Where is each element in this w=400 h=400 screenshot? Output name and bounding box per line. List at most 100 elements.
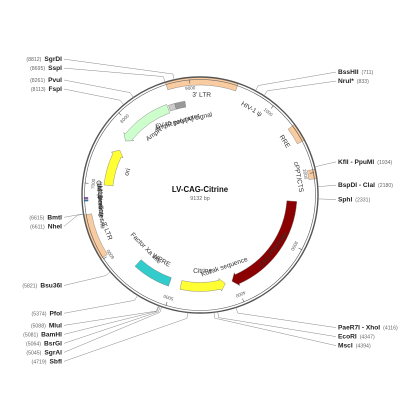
site-leader <box>63 213 84 227</box>
site-position: (8812) <box>26 57 41 63</box>
site-position: (5045) <box>26 350 41 356</box>
site-name: BssHII <box>338 69 359 76</box>
site-kfli-ppumi[interactable]: KflI - PpuMI(1934) <box>338 159 393 166</box>
tick-mark <box>270 105 274 109</box>
site-paer7i-xhoi[interactable]: PaeR7I - XhoI(4116) <box>338 325 398 332</box>
site-position: (5088) <box>31 323 46 329</box>
site-name: SgrDI <box>44 56 62 63</box>
plasmid-size: 9132 bp <box>190 196 210 202</box>
site-name: MscI <box>338 343 353 350</box>
plasmid-backbone-inner <box>84 79 316 311</box>
site-position: (8695) <box>30 66 45 72</box>
feature-m13-rev[interactable] <box>83 197 89 200</box>
site-ecori[interactable]: EcoRI(4347) <box>338 334 375 341</box>
site-nhei[interactable]: (6611)NheI <box>30 223 62 230</box>
site-leader <box>255 71 337 91</box>
site-leader <box>217 311 337 337</box>
tick-mark <box>118 112 122 116</box>
site-leader <box>63 79 134 98</box>
site-name: EcoRI <box>338 334 357 341</box>
feature-label-m13-rev: M13 rev <box>96 186 104 211</box>
site-leader <box>63 306 161 344</box>
feature-ori[interactable] <box>103 149 124 187</box>
feature-ampr[interactable] <box>123 104 171 142</box>
plasmid-name: LV-CAG-Citrine <box>172 185 229 194</box>
feature-wpre[interactable] <box>134 259 172 287</box>
feature-layer <box>83 76 318 292</box>
tick-label: 3000 <box>290 240 299 252</box>
site-name: SbfI <box>50 358 63 365</box>
site-name: PvuI <box>48 77 62 84</box>
site-position: (2180) <box>378 183 393 189</box>
site-position: (8261) <box>30 78 45 84</box>
site-leader <box>63 305 159 326</box>
feature-sv40-poly-a-signal[interactable] <box>174 100 187 110</box>
site-bmti[interactable]: (6615)BmtI <box>29 214 62 221</box>
tick-label: 6000 <box>105 248 115 260</box>
site-leader <box>317 184 337 187</box>
site-sspi[interactable]: (8695)SspI <box>30 65 62 72</box>
site-position: (4347) <box>360 335 375 341</box>
site-pvui[interactable]: (8261)PvuI <box>30 77 62 84</box>
site-leader <box>63 213 84 218</box>
feature-label-lac-operator: lac operator <box>96 182 105 218</box>
tick-mark <box>298 247 303 251</box>
site-leader <box>63 305 160 335</box>
site-bspdi-clai[interactable]: BspDI - ClaI(2180) <box>338 182 393 189</box>
feature-label-rre: RRE <box>278 134 292 150</box>
site-position: (1934) <box>377 160 392 166</box>
site-position: (5064) <box>26 341 41 347</box>
site-position: (5374) <box>32 311 47 317</box>
site-position: (6611) <box>30 224 45 230</box>
feature-label-citrine: Citrine <box>193 267 213 275</box>
site-msci[interactable]: MscI(4394) <box>338 343 371 350</box>
site-name: SgrAI <box>44 349 62 356</box>
site-position: (2331) <box>355 198 370 204</box>
tick-label: 7000 <box>90 178 96 189</box>
site-leader <box>63 58 175 80</box>
tick-label: 1000 <box>263 107 274 118</box>
site-bsshii[interactable]: BssHII(711) <box>338 69 374 76</box>
tick-label: 4000 <box>235 290 247 299</box>
site-bsu36i[interactable]: (5821)Bsu36I <box>22 282 62 289</box>
tick-mark <box>309 172 314 174</box>
site-bamhi[interactable]: (5081)BamHI <box>23 331 62 338</box>
site-nrui[interactable]: NruI*(833) <box>338 78 369 85</box>
site-sgrai[interactable]: (5045)SgrAI <box>26 349 62 356</box>
site-position: (5821) <box>22 283 37 289</box>
site-position: (5081) <box>23 332 38 338</box>
feature-label-factor-xa-site: Factor Xa site <box>129 231 163 265</box>
site-position: (4394) <box>356 344 371 350</box>
site-bsrgi[interactable]: (5064)BsrGI <box>26 340 62 347</box>
site-fspi[interactable]: (8113)FspI <box>31 86 62 93</box>
tick-mark <box>103 256 107 260</box>
plasmid-backbone <box>81 76 319 314</box>
site-position: (833) <box>357 79 369 85</box>
site-sphi[interactable]: SphI(2331) <box>338 197 371 204</box>
site-pfoi[interactable]: (5374)PfoI <box>32 310 63 317</box>
site-name: MluI <box>49 322 62 329</box>
site-name: NheI <box>48 223 62 230</box>
feature-label-cag-promoter: CAG Promoter <box>258 230 290 269</box>
site-sgrdi[interactable]: (8812)SgrDI <box>26 56 62 63</box>
site-name: PaeR7I - XhoI <box>338 325 380 332</box>
site-name: BspDI - ClaI <box>338 182 375 189</box>
site-mlui[interactable]: (5088)MluI <box>31 322 62 329</box>
site-position: (6615) <box>29 215 44 221</box>
site-leader <box>213 312 337 346</box>
feature-lac-operator[interactable] <box>83 199 89 202</box>
site-leader <box>235 307 337 328</box>
feature-citrine[interactable] <box>179 277 226 292</box>
feature-label-3-ltr: 3' LTR <box>192 92 211 99</box>
site-position: (711) <box>362 70 374 76</box>
site-name: KflI - PpuMI <box>338 159 374 166</box>
feature-label-hiv-1: HIV-1 ψ <box>240 101 264 119</box>
site-leader <box>263 80 337 96</box>
tick-mark <box>242 298 245 303</box>
site-sbfi[interactable]: (4719)SbfI <box>32 358 63 365</box>
feature-label-cppt-cts: cPPT/CTS <box>292 161 305 193</box>
site-leader <box>63 306 163 353</box>
feature-cag-promoter[interactable] <box>231 200 297 287</box>
site-name: SphI <box>338 197 352 204</box>
